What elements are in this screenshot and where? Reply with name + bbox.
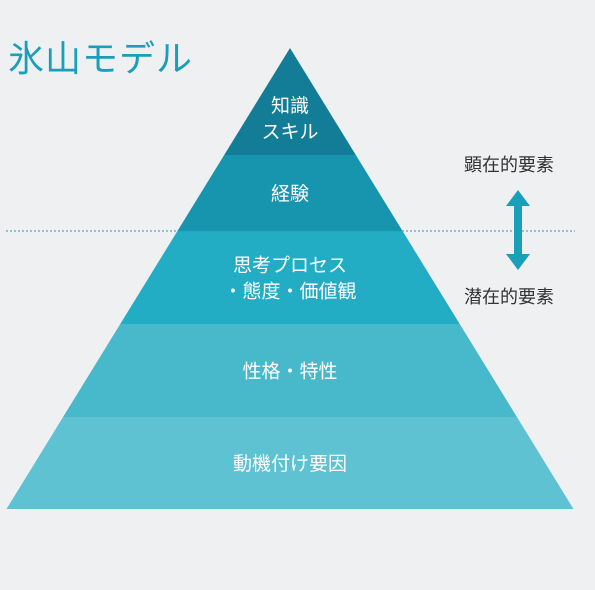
layer-label: 知識 (271, 95, 309, 117)
pyramid-layer (63, 324, 517, 417)
pyramid-layer (224, 48, 356, 155)
layer-label: 思考プロセス (233, 255, 347, 277)
diagram-title: 氷山モデル (8, 39, 194, 80)
pyramid-layer (6, 417, 574, 509)
pyramid-layer (120, 231, 460, 324)
layer-label: ・態度・価値観 (223, 281, 356, 303)
hidden-elements-label: 潜在的要素 (464, 287, 554, 308)
layer-label: 動機付け要因 (233, 453, 347, 475)
visible-elements-label: 顕在的要素 (464, 155, 554, 176)
up-down-arrow-icon (506, 190, 530, 270)
layer-label: 性格・特性 (242, 361, 337, 383)
layer-label: スキル (261, 121, 318, 143)
layer-label: 経験 (271, 183, 309, 205)
pyramid-layer (177, 155, 403, 231)
